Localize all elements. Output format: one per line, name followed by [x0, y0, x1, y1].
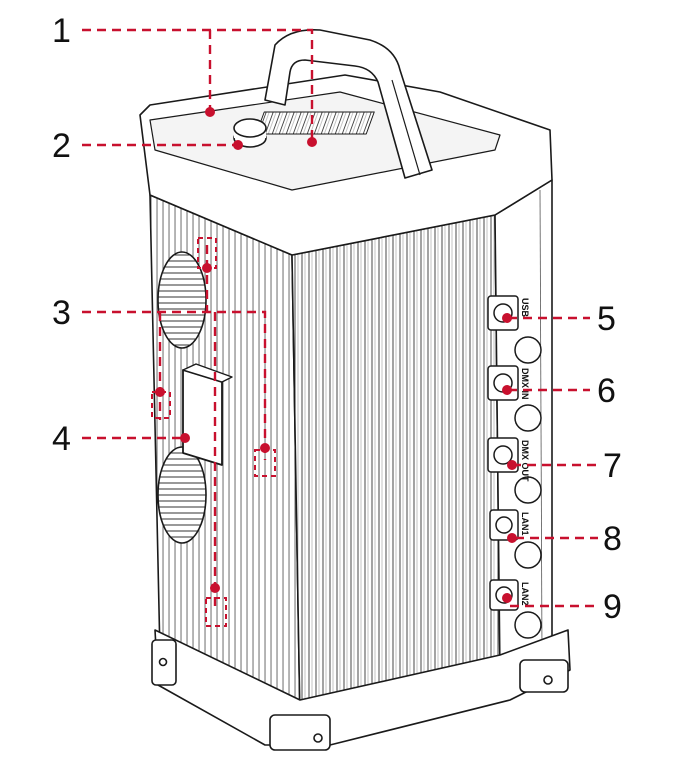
dot-4 [180, 433, 190, 443]
highlight-box-4 [205, 597, 227, 627]
front-panel [291, 214, 501, 721]
fan-grille-upper [157, 251, 207, 349]
dot-3b [155, 387, 165, 397]
callout-8: 8 [603, 520, 622, 558]
leader-3 [82, 310, 267, 460]
port-label-lan1: LAN1 [520, 512, 530, 536]
callout-3: 3 [52, 294, 71, 332]
fan-grille-lower [157, 446, 207, 544]
port-label-usb: USB [520, 298, 530, 318]
port-label-dmx-in: DMX IN [520, 368, 530, 400]
dot-3a [202, 263, 212, 273]
callout-labels: 1 2 3 4 5 6 7 8 9 [52, 12, 622, 626]
dmx-out-port [487, 437, 542, 504]
leader-1 [82, 28, 314, 140]
callout-2: 2 [52, 127, 71, 165]
usb-port [487, 295, 542, 364]
foot-front-left [269, 714, 331, 751]
dot-3c [260, 443, 270, 453]
port-group [487, 295, 542, 639]
dot-8 [507, 533, 517, 543]
foot-right [519, 659, 569, 693]
port-label-dmx-out: DMX OUT [520, 440, 530, 482]
callout-4: 4 [52, 420, 71, 458]
callout-dots [155, 107, 517, 603]
callout-1: 1 [52, 12, 71, 50]
callout-5: 5 [597, 300, 616, 338]
dot-1a [205, 107, 215, 117]
dot-9 [502, 593, 512, 603]
dot-1b [307, 137, 317, 147]
callout-6: 6 [597, 372, 616, 410]
dot-5 [502, 313, 512, 323]
callout-7: 7 [603, 447, 622, 485]
leader-lines [82, 28, 598, 610]
dot-7 [507, 460, 517, 470]
carry-handle [264, 28, 433, 179]
dot-2 [233, 140, 243, 150]
dot-6 [502, 385, 512, 395]
callout-9: 9 [603, 588, 622, 626]
lan1-port [489, 509, 542, 569]
port-label-lan2: LAN2 [520, 582, 530, 606]
dot-3d [210, 583, 220, 593]
top-vent [255, 111, 375, 135]
